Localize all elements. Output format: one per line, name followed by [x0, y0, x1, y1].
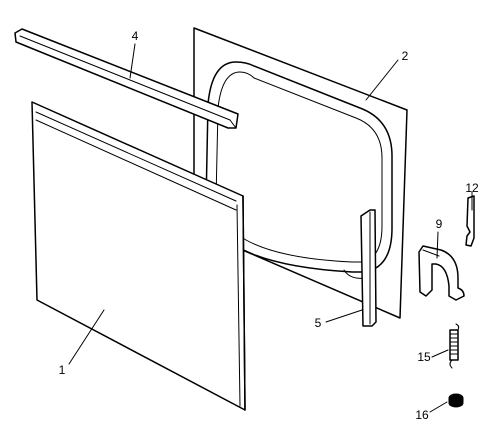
- callout-label-2: 2: [402, 49, 409, 63]
- leader-line-5: [325, 309, 363, 323]
- callout-label-15: 15: [417, 350, 431, 364]
- callout-label-9: 9: [436, 217, 443, 231]
- leader-line-9: [436, 231, 439, 259]
- leader-line-15: [431, 349, 449, 358]
- plug: [448, 393, 464, 408]
- latch-piece: [465, 195, 475, 247]
- callout-label-12: 12: [465, 181, 479, 195]
- side-strip: [360, 209, 377, 327]
- leader-line-16: [429, 401, 448, 413]
- leader-lines: [68, 43, 473, 413]
- callout-label-5: 5: [315, 316, 322, 330]
- leader-line-4: [129, 43, 136, 79]
- callout-labels: 1 2 4 5 9 12 15 16: [59, 29, 479, 422]
- callout-label-4: 4: [132, 29, 139, 43]
- callout-label-1: 1: [59, 363, 66, 377]
- leader-line-1: [68, 309, 105, 365]
- leader-line-2: [365, 59, 399, 101]
- outer-door-panel: [31, 101, 246, 411]
- hinge-bracket: [418, 245, 465, 301]
- top-trim-strip: [14, 28, 239, 129]
- spring: [449, 323, 460, 369]
- callout-label-16: 16: [415, 408, 429, 422]
